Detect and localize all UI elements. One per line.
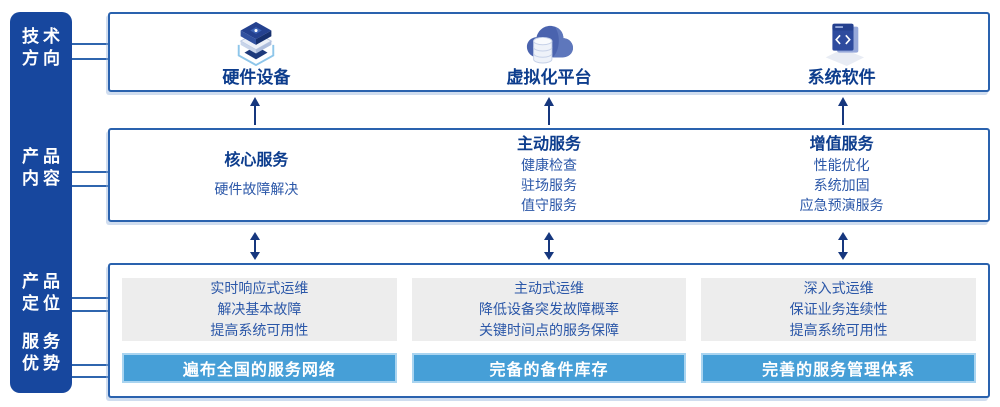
tech-item-hardware: 硬件设备 [110, 14, 403, 90]
positioning-line: 解决基本故障 [217, 301, 302, 317]
arrow-up-down-icon [544, 232, 554, 260]
up-arrows-row [108, 97, 990, 125]
code-window-icon [825, 23, 864, 66]
positioning-line: 主动式运维 [513, 280, 584, 296]
positioning-line: 实时响应式运维 [210, 280, 309, 296]
positioning-line: 深入式运维 [803, 280, 874, 296]
product-content-box: 核心服务 硬件故障解决 主动服务 健康检查 驻场服务 值守服务 增值服务 性能优… [108, 128, 990, 222]
service-heading: 主动服务 [516, 136, 581, 153]
sidebar-label-service-advantage: 服务 优势 [22, 332, 64, 373]
positioning-line: 提高系统可用性 [210, 322, 309, 338]
arrow-up-down-icon [838, 232, 848, 260]
positioning-line: 降低设备突发故障概率 [478, 301, 619, 317]
positioning-line: 关键时间点的服务保障 [478, 322, 619, 338]
tech-item-virtualization: 虚拟化平台 [403, 14, 696, 90]
connector-line [72, 185, 108, 187]
positioning-panel: 深入式运维 保证业务连续性 提高系统可用性 [701, 278, 976, 341]
sidebar-label-product-content: 产品 内容 [22, 147, 64, 188]
connector-line [72, 376, 108, 378]
connector-line [72, 43, 108, 45]
positioning-panel: 主动式运维 降低设备突发故障概率 关键时间点的服务保障 [411, 278, 687, 341]
tech-label-hardware: 硬件设备 [222, 67, 291, 87]
positioning-panel: 实时响应式运维 解决基本故障 提高系统可用性 [122, 278, 397, 341]
arrow-up-icon [544, 97, 554, 125]
positioning-advantage-box: 实时响应式运维 解决基本故障 提高系统可用性 遍布全国的服务网络 主动式运维 降… [108, 263, 990, 398]
cloud-database-icon [526, 25, 573, 63]
server-stack-icon [238, 21, 275, 66]
positioning-column-2: 主动式运维 降低设备突发故障概率 关键时间点的服务保障 完备的备件库存 [411, 278, 687, 383]
service-column-value-added: 增值服务 性能优化 系统加固 应急预演服务 [695, 130, 988, 220]
service-item: 健康检查 [520, 157, 577, 173]
arrow-up-down-icon [250, 232, 260, 260]
service-item: 系统加固 [813, 177, 870, 193]
tech-label-virtualization: 虚拟化平台 [506, 67, 592, 87]
arrow-up-icon [250, 97, 260, 125]
service-heading: 增值服务 [809, 136, 874, 153]
double-arrows-row [108, 232, 990, 260]
positioning-column-3: 深入式运维 保证业务连续性 提高系统可用性 完善的服务管理体系 [701, 278, 976, 383]
advantage-banner: 遍布全国的服务网络 [122, 353, 397, 383]
sidebar-label-product-positioning: 产品 定位 [22, 272, 64, 313]
advantage-banner: 完善的服务管理体系 [701, 353, 976, 383]
connector-line [72, 310, 108, 312]
sidebar-label-tech-direction: 技术 方向 [22, 27, 64, 68]
service-item: 应急预演服务 [799, 197, 884, 213]
positioning-column-1: 实时响应式运维 解决基本故障 提高系统可用性 遍布全国的服务网络 [122, 278, 397, 383]
arrow-up-icon [838, 97, 848, 125]
service-column-core: 核心服务 硬件故障解决 [110, 130, 403, 220]
connector-line [72, 297, 108, 299]
positioning-line: 保证业务连续性 [789, 301, 888, 317]
service-item: 驻场服务 [520, 177, 577, 193]
service-item: 值守服务 [520, 197, 577, 213]
advantage-banner: 完备的备件库存 [411, 353, 687, 383]
tech-direction-box: 硬件设备 虚拟化平台 系统软件 [108, 12, 990, 92]
sidebar: 技术 方向 产品 内容 产品 定位 服务 优势 [10, 12, 72, 393]
service-column-proactive: 主动服务 健康检查 驻场服务 值守服务 [403, 130, 696, 220]
connector-line [72, 171, 108, 173]
service-item: 性能优化 [813, 157, 870, 173]
connector-line [72, 58, 108, 60]
service-item: 硬件故障解决 [214, 181, 299, 197]
tech-label-software: 系统软件 [807, 67, 876, 87]
connector-line [72, 364, 108, 366]
positioning-line: 提高系统可用性 [789, 322, 888, 338]
tech-item-software: 系统软件 [695, 14, 988, 90]
service-heading: 核心服务 [224, 152, 289, 169]
